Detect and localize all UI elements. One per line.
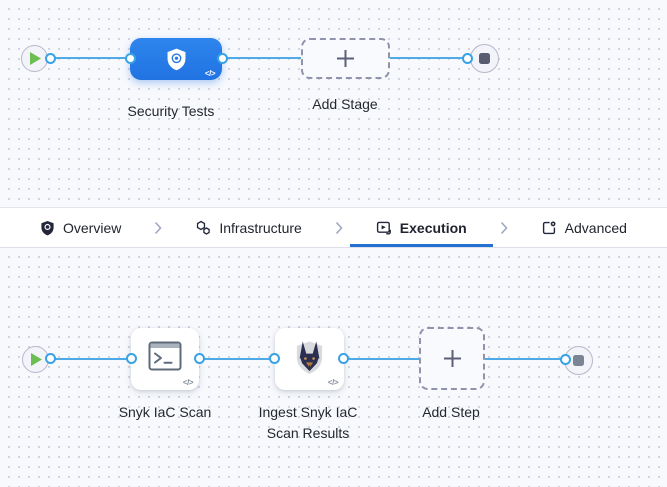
step-card-snyk-iac-scan[interactable]: </> xyxy=(131,328,199,390)
add-stage-label: Add Stage xyxy=(312,96,378,112)
chevron-right-icon xyxy=(335,208,343,247)
tab-label: Overview xyxy=(63,219,122,236)
connector-ring xyxy=(125,53,136,64)
step-name-label: Snyk IaC Scan xyxy=(118,404,212,420)
code-badge: </> xyxy=(327,378,339,387)
connector-ring xyxy=(269,353,280,364)
tab-label: Execution xyxy=(399,219,467,236)
add-stage-button[interactable] xyxy=(301,38,390,79)
shield-icon xyxy=(41,220,54,235)
stop-square-icon xyxy=(573,355,584,366)
connector-ring xyxy=(194,353,205,364)
chevron-right-icon xyxy=(154,208,162,247)
add-step-button[interactable] xyxy=(419,327,485,390)
code-badge: </> xyxy=(182,378,194,387)
stop-square-icon xyxy=(479,53,490,64)
tab-execution[interactable]: Execution xyxy=(350,208,493,247)
code-badge: </> xyxy=(204,69,216,78)
connector-ring xyxy=(560,354,571,365)
connector-ring xyxy=(217,53,228,64)
infrastructure-icon xyxy=(197,220,211,235)
tab-label: Infrastructure xyxy=(219,219,302,236)
chevron-right-icon xyxy=(500,208,508,247)
plus-icon xyxy=(337,50,354,67)
connector-ring xyxy=(338,353,349,364)
stage-start-node xyxy=(21,45,48,72)
step-name-label: Ingest Snyk IaC Scan Results xyxy=(258,404,358,441)
advanced-icon xyxy=(542,220,556,234)
snyk-dog-icon xyxy=(296,341,323,374)
execution-icon xyxy=(376,221,391,234)
stage-card-security-tests[interactable]: </> xyxy=(130,38,222,80)
play-icon xyxy=(31,353,42,366)
tab-infrastructure[interactable]: Infrastructure xyxy=(169,208,327,247)
stage-connector-line xyxy=(50,57,467,59)
stage-graph: </> Security Tests Add Stage xyxy=(0,0,667,207)
shield-security-icon xyxy=(167,48,185,70)
terminal-icon xyxy=(148,341,182,371)
step-card-ingest-snyk-results[interactable]: </> xyxy=(275,328,344,390)
stage-end-node xyxy=(470,44,499,73)
step-start-node xyxy=(22,346,49,373)
connector-ring xyxy=(45,53,56,64)
plus-icon xyxy=(443,350,461,367)
add-step-label: Add Step xyxy=(422,404,480,420)
connector-ring xyxy=(126,353,137,364)
tab-advanced[interactable]: Advanced xyxy=(515,208,653,247)
play-icon xyxy=(30,52,41,65)
execution-step-graph: </> Snyk IaC Scan </> Ingest Snyk IaC Sc… xyxy=(0,248,667,487)
stage-name-label: Security Tests xyxy=(127,103,215,119)
tab-overview[interactable]: Overview xyxy=(14,208,147,247)
connector-ring xyxy=(45,353,56,364)
stage-config-tab-bar: Overview Infrastructure Execution xyxy=(0,207,667,248)
tab-label: Advanced xyxy=(564,219,627,236)
connector-ring xyxy=(462,53,473,64)
